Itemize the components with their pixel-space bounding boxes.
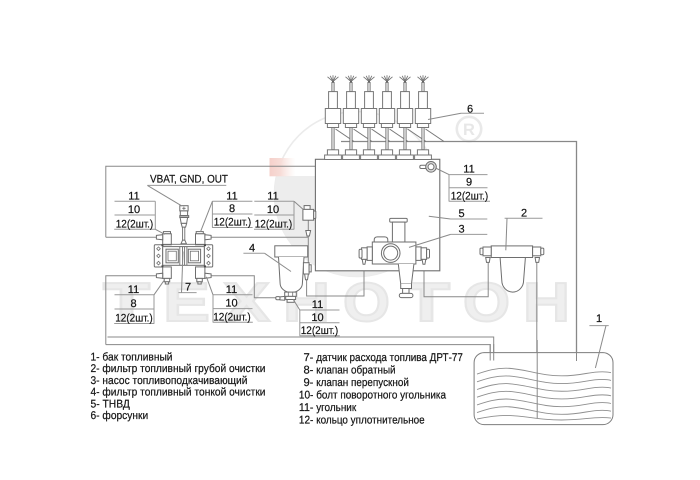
svg-text:12(2шт.): 12(2шт.) <box>451 190 489 202</box>
svg-text:12-: 12- <box>299 414 314 426</box>
svg-text:11: 11 <box>267 190 278 202</box>
svg-text:12(2шт.): 12(2шт.) <box>301 325 339 337</box>
svg-text:VBAT, GND, OUT: VBAT, GND, OUT <box>150 174 228 186</box>
svg-text:10: 10 <box>267 204 279 216</box>
svg-text:12(2шт.): 12(2шт.) <box>213 311 251 323</box>
svg-text:1: 1 <box>596 313 602 325</box>
svg-text:10-: 10- <box>299 390 314 402</box>
svg-text:4: 4 <box>249 242 255 254</box>
svg-text:датчик расхода топлива ДРТ-77: датчик расхода топлива ДРТ-77 <box>316 352 463 364</box>
svg-text:4- фильтр топливный тонкой очи: 4- фильтр топливный тонкой очистки <box>91 387 266 399</box>
svg-text:11: 11 <box>128 190 139 202</box>
svg-text:8-: 8- <box>303 365 313 377</box>
svg-text:12(2шт.): 12(2шт.) <box>116 218 154 230</box>
svg-text:болт поворотного угольника: болт поворотного угольника <box>316 390 446 402</box>
svg-text:клапан перепускной: клапан перепускной <box>316 377 409 389</box>
svg-text:3: 3 <box>458 223 464 235</box>
svg-text:12(2шт.): 12(2шт.) <box>255 218 293 230</box>
svg-text:11: 11 <box>226 190 237 202</box>
svg-text:10: 10 <box>225 298 237 310</box>
svg-text:9-: 9- <box>303 377 313 389</box>
svg-text:кольцо уплотнительное: кольцо уплотнительное <box>316 414 425 426</box>
svg-text:5- ТНВД: 5- ТНВД <box>91 398 131 410</box>
svg-text:12(2шт.): 12(2шт.) <box>115 313 153 325</box>
svg-text:11: 11 <box>312 299 323 311</box>
svg-text:6- форсунки: 6- форсунки <box>91 410 149 422</box>
svg-text:9: 9 <box>466 177 472 189</box>
svg-text:R: R <box>463 121 475 139</box>
svg-text:6: 6 <box>467 103 473 115</box>
svg-text:10: 10 <box>128 204 140 216</box>
svg-text:11-: 11- <box>299 402 314 414</box>
svg-text:12(2шт.): 12(2шт.) <box>214 217 252 229</box>
svg-text:Н: Н <box>523 271 570 333</box>
svg-text:О: О <box>343 271 390 333</box>
svg-text:7-: 7- <box>303 352 313 364</box>
svg-text:11: 11 <box>463 164 474 176</box>
svg-text:1- бак топливный: 1- бак топливный <box>91 352 173 364</box>
svg-text:8: 8 <box>229 203 235 215</box>
svg-text:11: 11 <box>226 284 237 296</box>
svg-text:клапан обратный: клапан обратный <box>316 365 395 377</box>
svg-text:8: 8 <box>130 298 136 310</box>
svg-text:угольник: угольник <box>316 402 356 414</box>
svg-text:11: 11 <box>128 284 139 296</box>
svg-text:10: 10 <box>311 312 323 324</box>
svg-text:2- фильтр топливный грубой очи: 2- фильтр топливный грубой очистки <box>91 363 266 375</box>
svg-text:7: 7 <box>185 282 191 294</box>
svg-text:5: 5 <box>458 208 464 220</box>
svg-text:3- насос топливоподкачивающий: 3- насос топливоподкачивающий <box>91 375 248 387</box>
svg-text:2: 2 <box>521 207 527 219</box>
